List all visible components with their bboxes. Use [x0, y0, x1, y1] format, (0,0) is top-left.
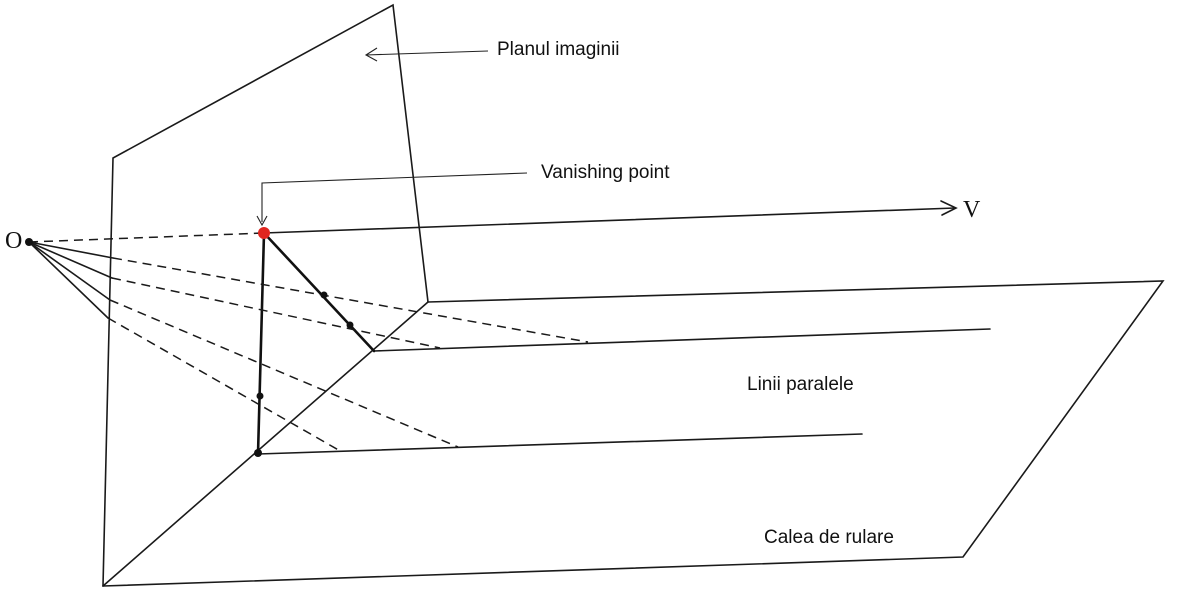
parallel-line-lower [257, 433, 863, 455]
vanishing-point-dot [258, 227, 270, 239]
projection-upper-line [262, 231, 376, 353]
point-upper-2 [346, 321, 354, 329]
projection-rays [28, 241, 589, 453]
arrow-head [940, 200, 958, 216]
image-plane [102, 3, 429, 587]
projection-lower-line [256, 231, 266, 456]
point-lower-2 [254, 449, 262, 457]
intersection-points [25, 238, 354, 457]
direction-ray [28, 200, 958, 243]
parallel-lines [257, 328, 991, 455]
parallel-line-upper [373, 328, 991, 352]
road-label: Calea de rulare [764, 527, 894, 548]
vanishing-point-callout [256, 172, 528, 227]
point-lower-1 [256, 392, 264, 400]
origin-point [25, 238, 33, 246]
direction-label: V [963, 197, 981, 223]
point-upper-1 [320, 291, 328, 299]
parallel-lines-label: Linii paralele [747, 374, 854, 395]
image-plane-callout [364, 47, 489, 62]
vanishing-point-label: Vanishing point [541, 162, 670, 183]
projected-lines [256, 231, 376, 456]
image-plane-label: Planul imaginii [497, 39, 620, 60]
origin-label: O [5, 228, 22, 254]
